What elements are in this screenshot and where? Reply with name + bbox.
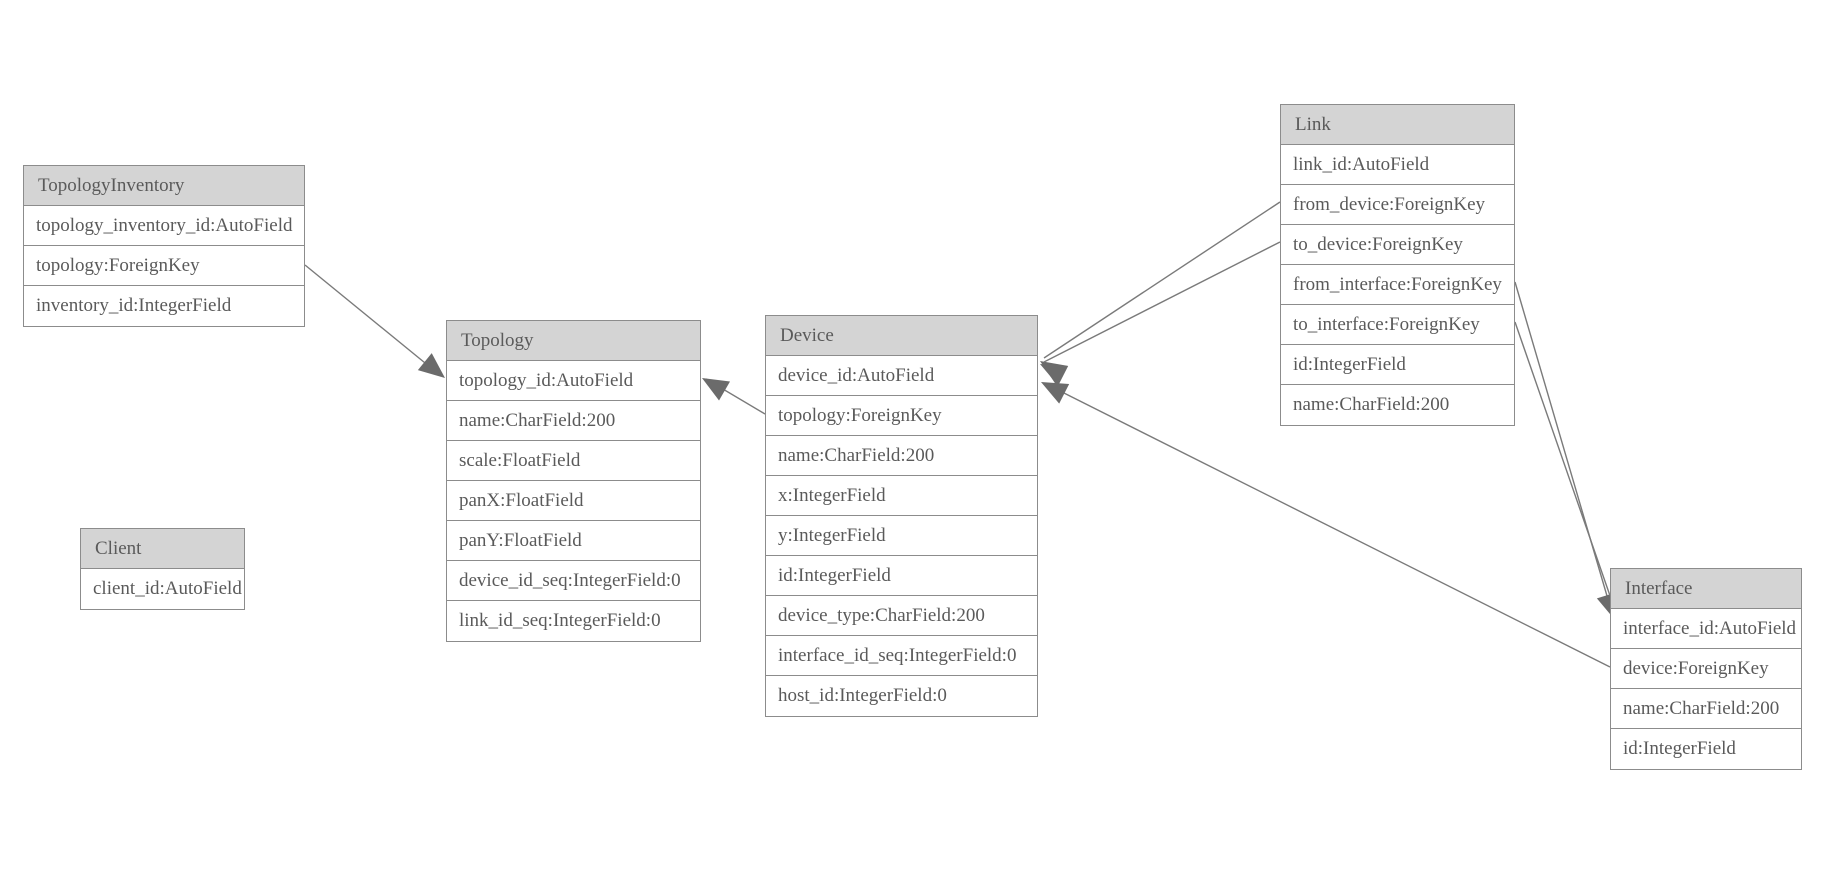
entity-field-row: host_id:IntegerField:0 <box>766 676 1037 716</box>
entity-field-row: topology_id:AutoField <box>447 361 700 401</box>
relationship-arrowhead <box>1041 382 1070 404</box>
entity-field-row: id:IntegerField <box>766 556 1037 596</box>
entity-field-row: scale:FloatField <box>447 441 700 481</box>
entity-field-row: y:IntegerField <box>766 516 1037 556</box>
entity-field-row: from_interface:ForeignKey <box>1281 265 1514 305</box>
entity-field-row: x:IntegerField <box>766 476 1037 516</box>
entity-field-row: to_interface:ForeignKey <box>1281 305 1514 345</box>
entity-field-row: device_id:AutoField <box>766 356 1037 396</box>
entity-field-row: name:CharField:200 <box>1611 689 1801 729</box>
entity-field-row: to_device:ForeignKey <box>1281 225 1514 265</box>
entity-field-row: id:IntegerField <box>1281 345 1514 385</box>
relationship-link-from_interface <box>1514 281 1618 620</box>
relationship-arrowhead <box>702 378 731 401</box>
entity-field-row: link_id_seq:IntegerField:0 <box>447 601 700 641</box>
entity-field-row: inventory_id:IntegerField <box>24 286 304 326</box>
relationship-device-topology <box>702 378 766 415</box>
relationship-link-from_device <box>1040 201 1281 385</box>
relationship-arrowhead <box>1040 361 1068 385</box>
entity-field-row: name:CharField:200 <box>1281 385 1514 425</box>
entity-field-row: name:CharField:200 <box>766 436 1037 476</box>
entity-field-row: topology_inventory_id:AutoField <box>24 206 304 246</box>
entity-field-row: client_id:AutoField <box>81 569 244 609</box>
entity-field-row: topology:ForeignKey <box>766 396 1037 436</box>
entity-title-device: Device <box>766 316 1037 356</box>
entity-field-row: device:ForeignKey <box>1611 649 1801 689</box>
entity-title-topology_inventory: TopologyInventory <box>24 166 304 206</box>
entity-title-link: Link <box>1281 105 1514 145</box>
entity-field-row: link_id:AutoField <box>1281 145 1514 185</box>
entity-field-row: device_id_seq:IntegerField:0 <box>447 561 700 601</box>
entity-field-row: panX:FloatField <box>447 481 700 521</box>
relationship-topologyinventory-topology <box>304 264 445 378</box>
entity-title-topology: Topology <box>447 321 700 361</box>
entity-field-row: panY:FloatField <box>447 521 700 561</box>
entity-field-row: topology:ForeignKey <box>24 246 304 286</box>
entity-field-row: id:IntegerField <box>1611 729 1801 769</box>
entity-title-interface: Interface <box>1611 569 1801 609</box>
entity-field-row: device_type:CharField:200 <box>766 596 1037 636</box>
relationship-link-to_device <box>1040 241 1281 386</box>
entity-title-client: Client <box>81 529 244 569</box>
entity-field-row: interface_id:AutoField <box>1611 609 1801 649</box>
entity-field-row: name:CharField:200 <box>447 401 700 441</box>
entity-field-row: interface_id_seq:IntegerField:0 <box>766 636 1037 676</box>
entity-field-row: from_device:ForeignKey <box>1281 185 1514 225</box>
relationship-arrowhead <box>1040 364 1069 386</box>
